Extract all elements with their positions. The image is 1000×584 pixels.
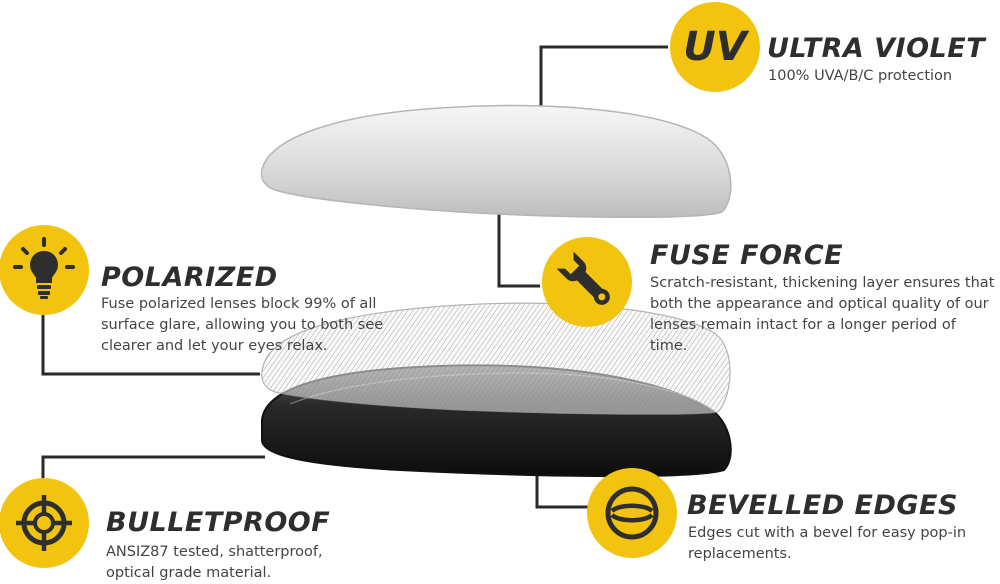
lightbulb-icon — [13, 237, 75, 299]
uv-badge: UV — [670, 2, 760, 92]
uv-description: 100% UVA/B/C protection — [768, 68, 953, 84]
fuse-force-connector-line — [497, 210, 540, 288]
uv-badge-text: UV — [683, 24, 747, 70]
wrench-icon — [556, 251, 610, 305]
bulletproof-description: ANSIZ87 tested, shatterproof, optical gr… — [106, 544, 323, 581]
bevelled-edges-connector-line — [535, 474, 595, 509]
uv-connector-line — [539, 45, 668, 131]
fuse-force-title: FUSE FORCE — [650, 240, 844, 271]
polarized-connector-line — [41, 315, 260, 376]
connector-lines — [41, 45, 668, 509]
polarized-title: POLARIZED — [101, 262, 278, 293]
polarized-description: Fuse polarized lenses block 99% of all s… — [101, 296, 384, 354]
bevelled-edges-badge — [587, 468, 677, 558]
bulletproof-badge — [0, 478, 89, 568]
bevelled-edges-description: Edges cut with a bevel for easy pop-in r… — [688, 525, 967, 562]
uv-layer-lens — [260, 104, 732, 219]
bevel-edge-icon — [605, 486, 659, 540]
polarized-badge — [0, 225, 89, 315]
fuse-force-badge — [542, 237, 632, 327]
bulletproof-connector-line — [41, 455, 265, 486]
bevelled-edges-title: BEVELLED EDGES — [687, 490, 958, 521]
fuse-force-layer-lens — [261, 302, 731, 415]
crosshair-icon — [16, 495, 72, 551]
fuse-force-description: Scratch-resistant, thickening layer ensu… — [650, 275, 995, 354]
uv-title: ULTRA VIOLET — [767, 33, 986, 64]
bulletproof-title: BULLETPROOF — [106, 507, 331, 538]
